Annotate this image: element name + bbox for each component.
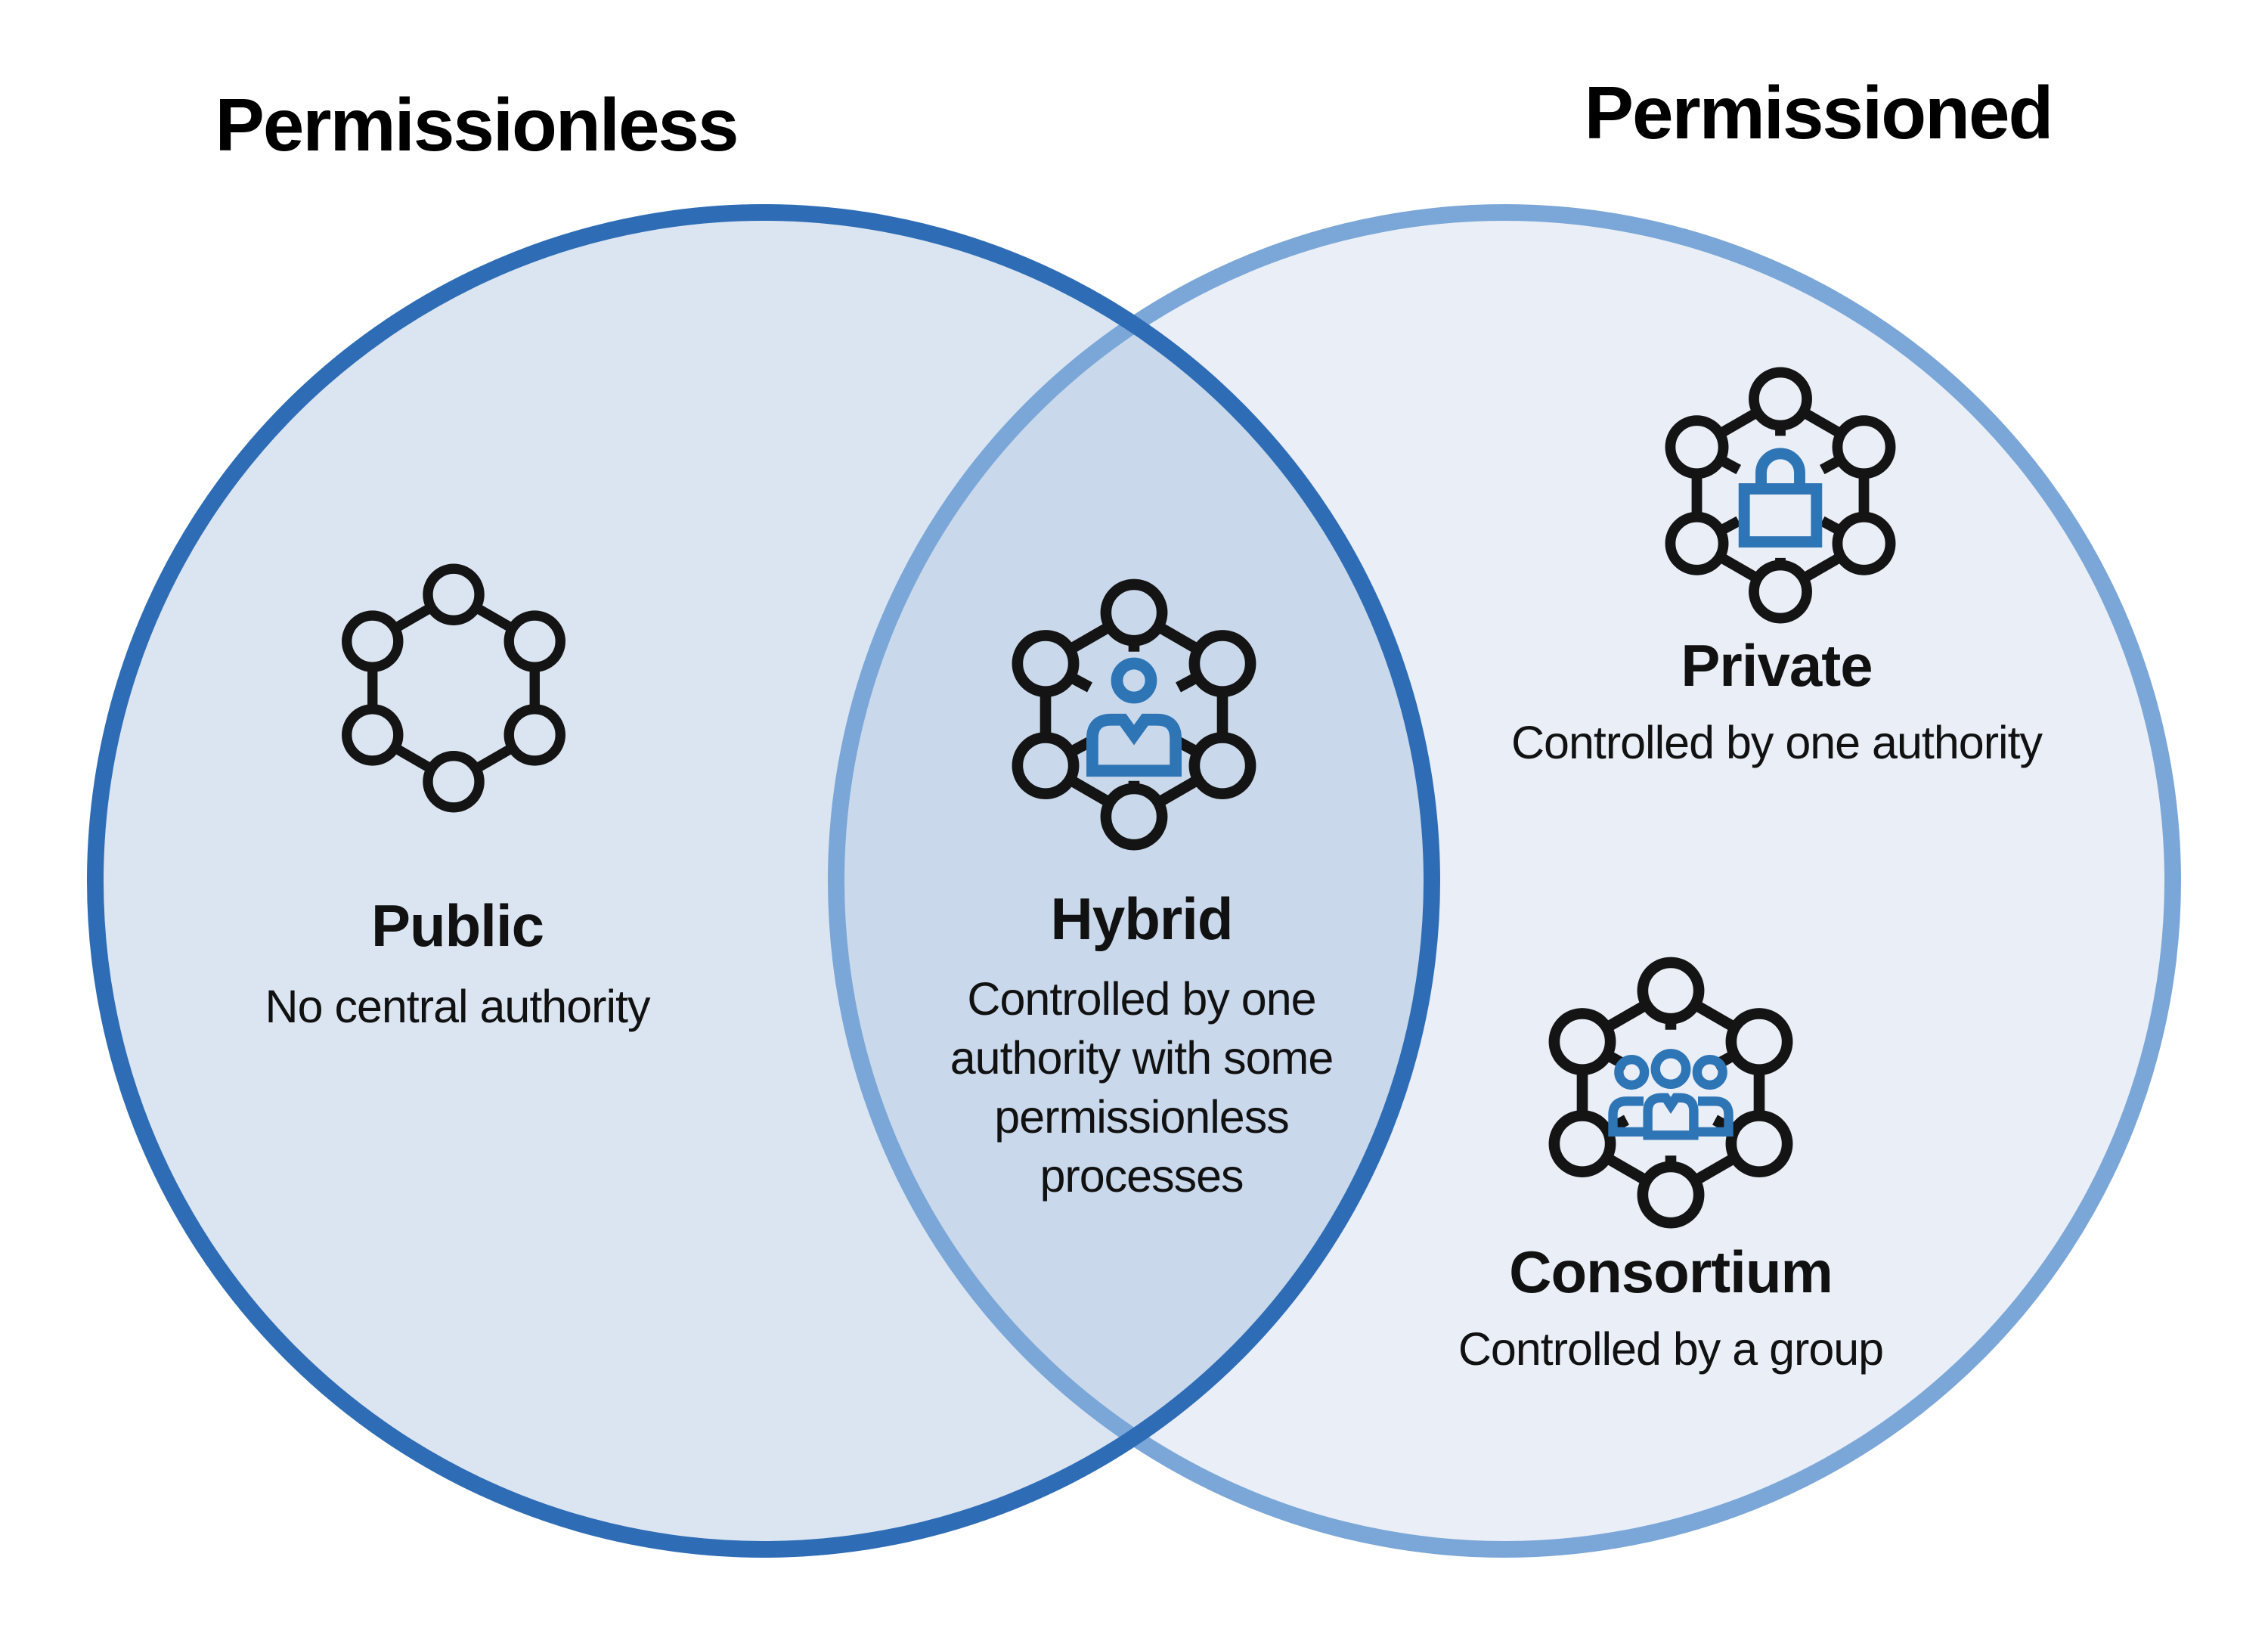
hybrid-description-line: processes: [1040, 1150, 1244, 1202]
permissionless-circle-outline: [87, 204, 1440, 1558]
private-description: Controlled by one authority: [1510, 717, 2043, 768]
lock-icon: [1738, 448, 1823, 548]
hybrid-description-line: authority with some: [950, 1032, 1334, 1084]
network-group-icon: [1548, 957, 1793, 1229]
hybrid-label: Hybrid: [1050, 885, 1233, 952]
overlap-region: [836, 212, 1432, 1549]
consortium-label: Consortium: [1509, 1239, 1833, 1305]
network-nodes: [1012, 578, 1256, 851]
public-label: Public: [370, 892, 544, 959]
network-lock-icon: [1665, 367, 1896, 624]
permissioned-title: Permissioned: [1584, 71, 2054, 154]
network-nodes: [1548, 957, 1793, 1229]
group-icon: [1608, 1049, 1734, 1140]
hybrid-description-line: Controlled by one: [967, 973, 1316, 1025]
permissionless-title: Permissionless: [215, 83, 739, 166]
public-description: No central authority: [265, 981, 651, 1032]
permissioned-circle-outline: [828, 204, 2181, 1558]
network-person-icon: [1012, 578, 1256, 851]
consortium-description: Controlled by a group: [1458, 1323, 1884, 1375]
private-label: Private: [1681, 632, 1873, 699]
network-nodes: [1665, 367, 1896, 624]
person-icon: [1086, 657, 1182, 777]
network-nodes: [342, 563, 565, 813]
network-icon: [342, 563, 565, 813]
hybrid-description-line: permissionless: [994, 1091, 1289, 1143]
hybrid-description: Controlled by one authority with some pe…: [801, 969, 1482, 1205]
